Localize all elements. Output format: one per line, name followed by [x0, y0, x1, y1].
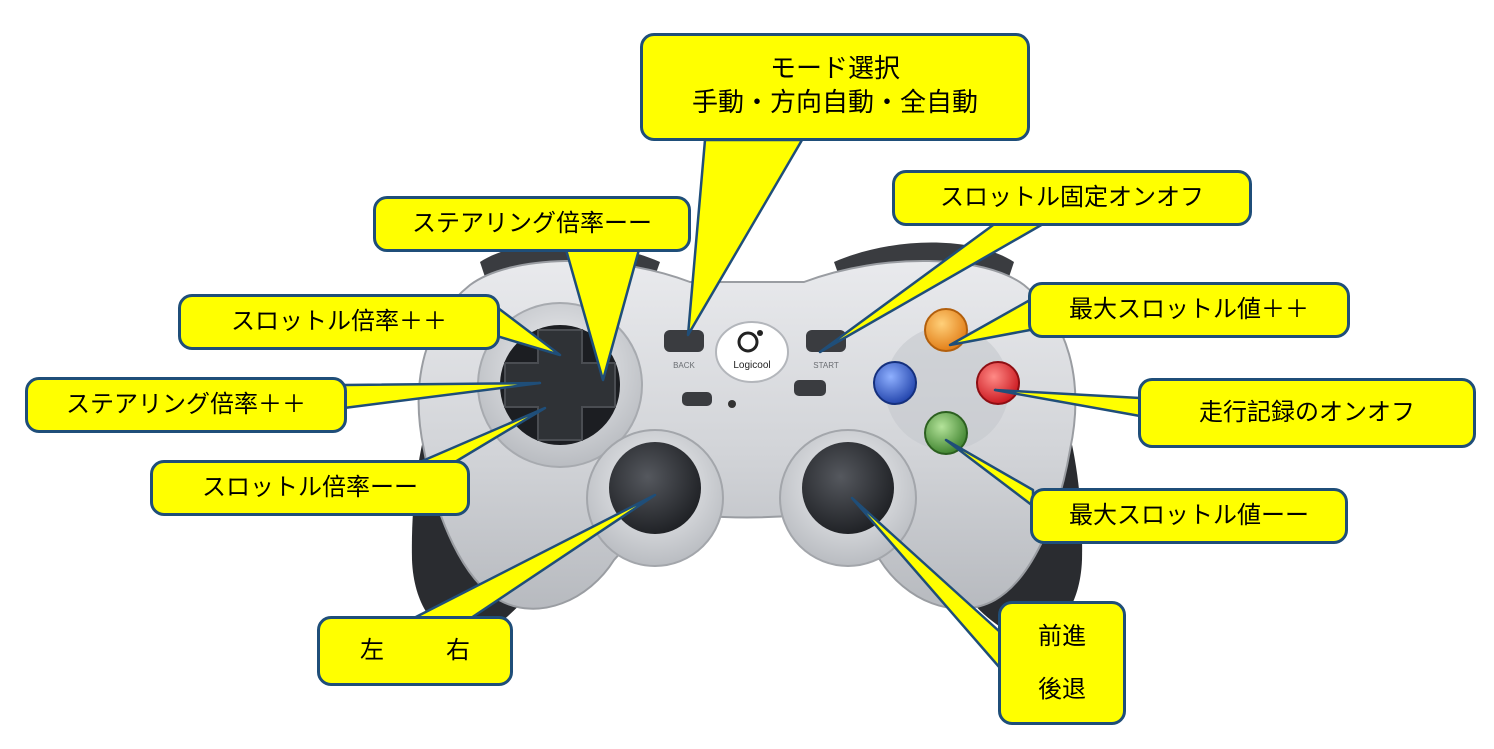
button-x-blue	[873, 361, 917, 405]
button-b-red	[976, 361, 1020, 405]
callout-throttle-ratio-plus: スロットル倍率＋＋	[178, 294, 500, 350]
throttle-ratio-minus-label: スロットル倍率ーー	[202, 473, 418, 502]
dpad	[504, 329, 616, 441]
callout-left-right: 左 右	[317, 616, 513, 686]
left-analog-stick	[609, 442, 701, 534]
callout-throttle-ratio-minus: スロットル倍率ーー	[150, 460, 470, 516]
mode-select-title: モード選択	[769, 54, 900, 85]
mode-button	[682, 392, 712, 406]
right-label: 右	[446, 636, 470, 665]
throttle-ratio-plus-label: スロットル倍率＋＋	[231, 307, 447, 336]
logo-badge	[715, 321, 789, 383]
led-dot	[728, 400, 736, 408]
vibration-button	[794, 380, 826, 396]
callout-driving-record: 走行記録のオンオフ	[1138, 378, 1476, 448]
callout-steering-ratio-minus: ステアリング倍率ーー	[373, 196, 691, 252]
steering-ratio-plus-label: ステアリング倍率＋＋	[66, 390, 306, 419]
logicool-logo-icon	[737, 331, 759, 353]
left-label: 左	[360, 636, 384, 665]
back-button	[664, 330, 704, 352]
back-label: 後退	[1038, 675, 1086, 703]
callout-forward-back: 前進 後退	[998, 601, 1126, 725]
callout-max-throttle-plus: 最大スロットル値＋＋	[1028, 282, 1350, 338]
driving-record-label: 走行記録のオンオフ	[1199, 398, 1415, 427]
steering-ratio-minus-label: ステアリング倍率ーー	[412, 209, 652, 238]
start-button	[806, 330, 846, 352]
max-throttle-plus-label: 最大スロットル値＋＋	[1069, 295, 1309, 324]
max-throttle-minus-label: 最大スロットル値ーー	[1069, 501, 1309, 530]
start-text: START	[813, 361, 839, 370]
mode-select-options: 手動・方向自動・全自動	[691, 88, 978, 118]
button-y-orange	[924, 308, 968, 352]
callout-throttle-lock: スロットル固定オンオフ	[892, 170, 1252, 226]
forward-label: 前進	[1038, 621, 1086, 650]
brand-text: Logicool	[733, 360, 770, 371]
throttle-lock-label: スロットル固定オンオフ	[940, 183, 1204, 212]
callout-steering-ratio-plus: ステアリング倍率＋＋	[25, 377, 347, 433]
button-a-green	[924, 411, 968, 455]
back-text: BACK	[673, 361, 695, 370]
callout-max-throttle-minus: 最大スロットル値ーー	[1030, 488, 1348, 544]
right-analog-stick	[802, 442, 894, 534]
callout-mode-select: モード選択 手動・方向自動・全自動	[640, 33, 1030, 141]
